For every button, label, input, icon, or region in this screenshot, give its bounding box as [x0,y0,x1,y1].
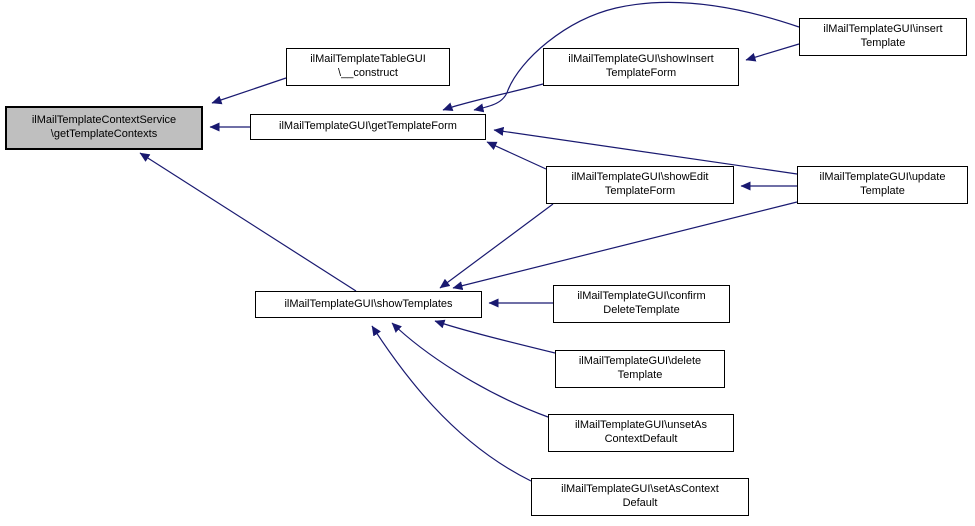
node-label-line1: ilMailTemplateTableGUI [310,53,426,66]
edge-delete-to-showtemplates [434,319,556,354]
node-label-line1: ilMailTemplateGUI\showTemplates [284,297,453,310]
node-table-construct[interactable]: ilMailTemplateTableGUI \__construct [286,48,450,86]
edge-construct-to-contexts [211,77,287,105]
node-label-line2: \__construct [338,67,398,79]
node-label-line2: Default [622,497,658,509]
node-insert-template[interactable]: ilMailTemplateGUI\insert Template [799,18,967,56]
node-label-line1: ilMailTemplateGUI\confirm [577,290,706,303]
node-show-insert-template-form[interactable]: ilMailTemplateGUI\showInsert TemplateFor… [543,48,739,86]
node-get-template-contexts: ilMailTemplateContextService \getTemplat… [5,106,203,150]
node-label-line1: ilMailTemplateGUI\unsetAs [574,419,708,432]
node-label-line2: \getTemplateContexts [50,128,158,140]
node-update-template[interactable]: ilMailTemplateGUI\update Template [797,166,968,204]
node-label-line2: TemplateForm [604,185,676,197]
node-label-line1: ilMailTemplateContextService [31,114,177,127]
node-label-line1: ilMailTemplateGUI\showInsert [568,53,714,66]
node-delete-template[interactable]: ilMailTemplateGUI\delete Template [555,350,725,388]
node-label-line2: ContextDefault [604,433,678,445]
edge-insert-to-showinsert [745,43,800,62]
edge-set-to-showtemplates [371,325,532,482]
node-unset-as-context-default[interactable]: ilMailTemplateGUI\unsetAs ContextDefault [548,414,734,452]
node-confirm-delete-template[interactable]: ilMailTemplateGUI\confirm DeleteTemplate [553,285,730,323]
node-label-line1: ilMailTemplateGUI\delete [578,355,702,368]
edge-update-to-showtemplates [452,201,798,291]
node-show-templates[interactable]: ilMailTemplateGUI\showTemplates [255,291,482,318]
edge-showinsert-to-getform [442,83,544,111]
node-label-line2: Template [860,37,906,49]
node-label-line1: ilMailTemplateGUI\setAsContext [561,483,719,496]
node-label-line1: ilMailTemplateGUI\getTemplateForm [279,120,457,133]
node-label-line2: Template [617,369,663,381]
node-label-line2: Template [860,185,905,197]
node-label-line2: TemplateForm [605,67,677,79]
node-label-line1: ilMailTemplateGUI\showEdit [571,171,709,184]
node-label-line2: DeleteTemplate [603,304,680,316]
edge-showtemplates-to-contexts [139,152,357,292]
node-set-as-context-default[interactable]: ilMailTemplateGUI\setAsContext Default [531,478,749,516]
edge-showedit-to-getform [486,141,547,170]
node-get-template-form[interactable]: ilMailTemplateGUI\getTemplateForm [250,114,486,140]
edge-insert-to-getform [473,1,800,113]
edge-update-to-getform [493,126,798,175]
node-show-edit-template-form[interactable]: ilMailTemplateGUI\showEdit TemplateForm [546,166,734,204]
edge-unset-to-showtemplates [391,322,549,418]
node-label-line1: ilMailTemplateGUI\insert [823,23,943,36]
edge-showedit-to-showtemplates [439,203,554,289]
node-label-line1: ilMailTemplateGUI\update [819,171,946,184]
